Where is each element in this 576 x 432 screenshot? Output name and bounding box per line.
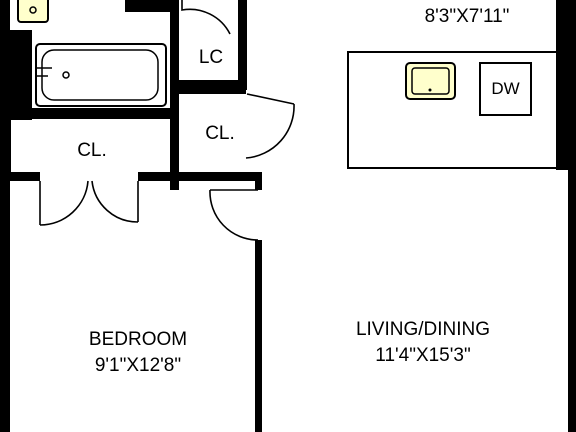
dishwasher (479, 62, 532, 116)
bedroom-name: BEDROOM (88, 329, 188, 350)
hall-closet-bottom-wall (170, 172, 262, 181)
bath-right-wall (170, 0, 179, 190)
lc-bottom-wall (170, 80, 247, 89)
bedroom-door-jamb (255, 172, 262, 190)
hall-closet-top-wall (170, 86, 246, 94)
bedroom-closet-label: CL. (77, 140, 107, 161)
bedroom-living-wall (255, 240, 262, 432)
kitchen-right-wall (556, 0, 576, 170)
bathroom-sink-drain (29, 6, 37, 14)
kitchen-sink-basin (411, 67, 450, 95)
hall-closet-door-leaf (246, 93, 295, 105)
closet-door-left-swing (39, 180, 89, 226)
dishwasher-label: DW (491, 79, 520, 98)
bath-left-wall (10, 30, 32, 120)
lc-right-wall (238, 0, 247, 90)
bathtub-inner (41, 49, 159, 101)
kitchen-dimensions: 8'3"X7'11" (424, 6, 510, 27)
closet-door-right-swing (91, 180, 139, 223)
bedroom-top-wall-left (10, 172, 40, 181)
bath-bottom-wall (10, 108, 178, 119)
bedroom-door-swing (209, 189, 259, 241)
top-wall-stub (125, 0, 175, 12)
bathroom-sink (17, 0, 49, 23)
linen-closet-label: LC (198, 47, 224, 68)
bathroom-door-leaf (182, 10, 230, 34)
kitchen-sink-drain (428, 88, 432, 92)
living-dining-dimensions: 11'4"X15'3" (375, 345, 471, 366)
thin-lines (9, 51, 559, 176)
bathroom-door-swing (181, 0, 231, 35)
kitchen-sink (405, 62, 456, 100)
living-dining-name: LIVING/DINING (355, 319, 491, 340)
doors (39, 0, 295, 241)
outer-left-wall (0, 0, 10, 432)
bathtub (35, 43, 167, 107)
bathtub-drain (62, 71, 70, 79)
kitchen-counter (347, 51, 559, 169)
bedroom-dimensions: 9'1"X12'8" (94, 355, 182, 376)
bedroom-top-wall-right (138, 172, 178, 181)
hall-closet-door-swing (245, 103, 295, 159)
hall-closet-label: CL. (205, 123, 235, 144)
outer-right-wall (568, 170, 576, 432)
